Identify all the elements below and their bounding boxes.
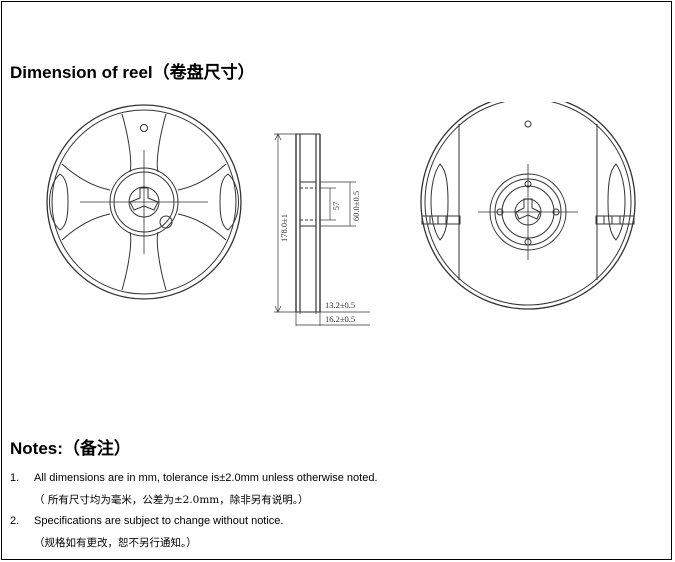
note-item-2: 2. Specifications are subject to change w… [10,515,283,527]
note-text: Specifications are subject to change wit… [34,515,284,527]
dim-total-height: 178.0±1 [279,214,289,242]
note-number: 1. [10,472,20,484]
dim-width-outer: 16.2±0.5 [325,314,355,324]
reel-front-view [46,104,242,300]
note-text: All dimensions are in mm, tolerance is±2… [34,472,378,484]
heading-title: Dimension of reel [10,63,153,82]
reel-dimension-drawing: 178.0±1 60.0±0.5 57 13.2±0.5 16.2±0.5 [46,102,636,326]
note-item-1: 1. All dimensions are in mm, tolerance is… [10,472,378,484]
dim-hub-inner: 57 [331,202,341,211]
note-item-2-cn: （规格如有更改，恕不另行通知。） [34,537,197,549]
dim-hub-outer: 60.0±0.5 [351,191,361,221]
reel-side-profile [274,133,370,326]
note-number: 2. [10,515,20,527]
section-heading: Dimension of reel（卷盘尺寸） [10,58,255,83]
notes-title-cn: （备注） [62,439,131,458]
notes-title: Notes:（备注） [10,434,131,459]
dim-width-inner: 13.2±0.5 [325,300,355,310]
heading-title-cn: （卷盘尺寸） [152,63,255,82]
notes-title-en: Notes: [10,439,63,458]
note-item-1-cn: （ 所有尺寸均为毫米，公差为±2.0mm，除非另有说明。） [34,494,309,506]
reel-back-view [420,102,636,310]
